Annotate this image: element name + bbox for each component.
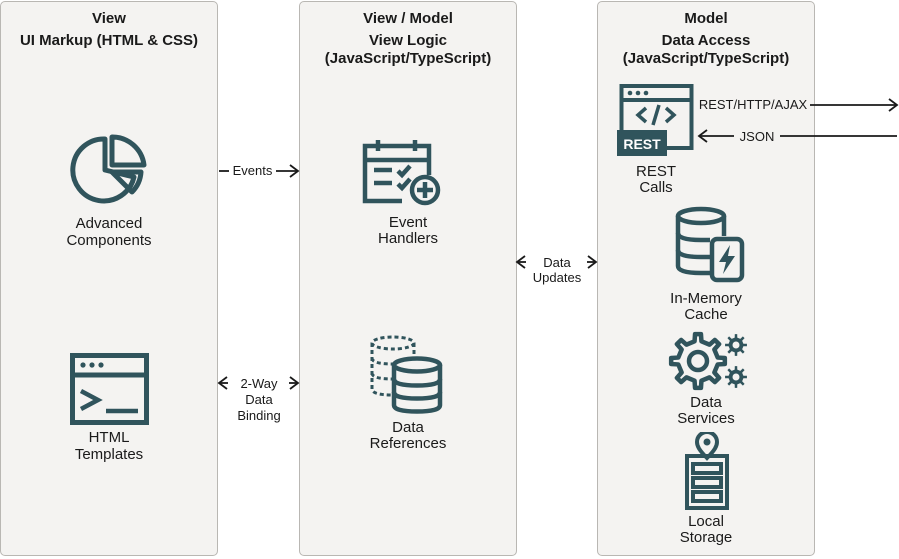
- rest-calls-label-2: Calls: [639, 179, 673, 196]
- in-memory-cache-label-2: Cache: [684, 306, 728, 323]
- binding-arrowhead-left: [217, 376, 228, 390]
- binding-arrowhead-right: [289, 376, 300, 390]
- view-model-panel-subtitle-1: View Logic: [368, 32, 448, 49]
- html-templates-label-2: Templates: [74, 446, 144, 463]
- local-storage-label-2: Storage: [679, 529, 733, 546]
- model-panel-title: Model: [684, 10, 728, 27]
- binding-label-1: 2-Way: [240, 376, 278, 391]
- view-panel-title: View: [92, 10, 126, 27]
- data-references-label-1: Data: [392, 419, 424, 436]
- view-model-panel: View / Model View Logic (JavaScript/Type…: [299, 1, 517, 556]
- updates-arrowhead-right: [587, 255, 598, 269]
- advanced-components-label-1: Advanced: [75, 215, 143, 232]
- view-model-panel-subtitle-2: (JavaScript/TypeScript): [324, 50, 492, 67]
- calendar-checklist-icon: [362, 140, 441, 206]
- rest-out-label: REST/HTTP/AJAX: [698, 97, 808, 112]
- small-gear-hole-1: [732, 341, 740, 349]
- model-panel-subtitle-1: Data Access: [661, 32, 751, 49]
- json-in-label: JSON: [739, 129, 775, 144]
- advanced-components-label-2: Components: [66, 232, 152, 249]
- rest-badge-text: REST: [623, 136, 661, 152]
- events-label: Events: [232, 163, 273, 178]
- html-templates-label-1: HTML: [88, 429, 130, 446]
- data-services-label-1: Data: [690, 394, 722, 411]
- view-panel: View UI Markup (HTML & CSS): [0, 1, 218, 556]
- view-panel-subtitle: UI Markup (HTML & CSS): [19, 32, 199, 49]
- database-stack-icon: [370, 335, 443, 414]
- storage-location-icon: [685, 432, 729, 510]
- model-panel-subtitle-2: (JavaScript/TypeScript): [622, 50, 790, 67]
- events-arrowhead: [289, 164, 300, 178]
- binding-label-2: Data: [245, 392, 273, 407]
- updates-label-1: Data: [543, 255, 571, 270]
- small-gear-hole-2: [732, 373, 740, 381]
- database-lightning-icon: [675, 206, 745, 283]
- in-memory-cache-label-1: In-Memory: [670, 290, 742, 307]
- view-model-panel-title: View / Model: [363, 10, 453, 27]
- gears-icon: [668, 331, 747, 391]
- pie-chart-icon: [70, 134, 147, 204]
- rest-out-arrowhead: [888, 98, 899, 112]
- terminal-window-icon: [70, 353, 149, 425]
- event-handlers-label-1: Event: [388, 214, 428, 231]
- data-references-label-2: References: [369, 435, 447, 452]
- updates-label-2: Updates: [532, 270, 582, 285]
- rest-code-window-icon: REST: [617, 84, 694, 156]
- updates-arrowhead-left: [515, 255, 526, 269]
- json-in-arrowhead: [697, 129, 708, 143]
- binding-label-3: Binding: [237, 408, 281, 423]
- data-services-label-2: Services: [677, 410, 735, 427]
- rest-calls-label-1: REST: [635, 163, 676, 180]
- local-storage-label-1: Local: [688, 513, 724, 530]
- event-handlers-label-2: Handlers: [377, 230, 439, 247]
